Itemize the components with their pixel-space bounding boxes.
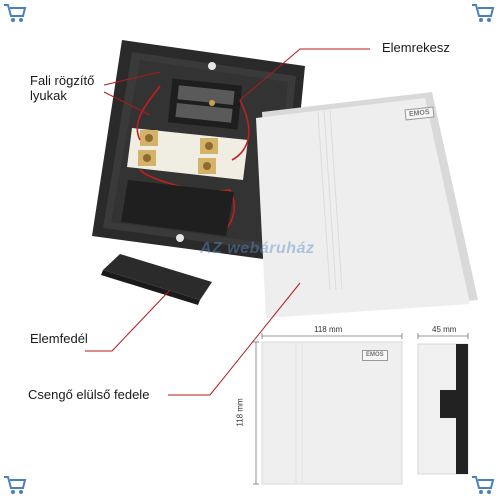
side-view: [417, 343, 469, 475]
label-wall-holes: Fali rögzítő lyukak: [30, 73, 94, 103]
terminal-block: [127, 128, 248, 180]
dimension-height: 118 mm: [235, 398, 245, 427]
mounting-hole-top: [208, 62, 216, 70]
front-cover-large: [256, 92, 478, 318]
lower-compartment: [121, 180, 234, 236]
battery-holder: [167, 78, 243, 130]
label-battery-compartment: Elemrekesz: [382, 40, 450, 55]
label-front-cover: Csengő elülső fedele: [28, 387, 150, 402]
brand-logo-small: EMOS: [362, 350, 388, 361]
cart-icon: [472, 4, 495, 22]
front-view: [261, 341, 403, 485]
cart-icon: [472, 476, 495, 494]
dimension-depth: 45 mm: [432, 325, 457, 334]
label-battery-cover: Elemfedél: [30, 331, 88, 346]
leader-lines: [85, 48, 370, 396]
mounting-hole-bottom: [176, 234, 184, 242]
dimension-lines: [253, 333, 469, 485]
cart-icon: [4, 4, 27, 22]
label-wall-holes-line1: Fali rögzítő: [30, 73, 95, 88]
watermark: AZ webáruház: [200, 240, 315, 257]
battery-cover-piece: [103, 254, 212, 300]
dimension-width: 118 mm: [314, 325, 343, 334]
cart-icon: [4, 476, 27, 494]
label-wall-holes-line2: lyukak: [30, 88, 67, 103]
